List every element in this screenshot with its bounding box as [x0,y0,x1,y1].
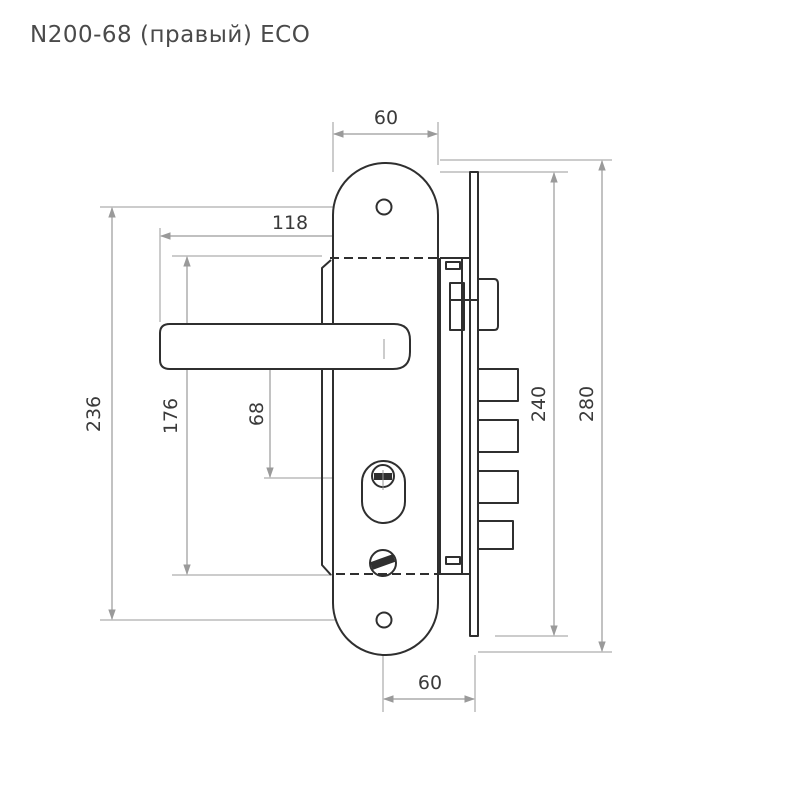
deadbolt-1 [477,368,519,402]
dim-label-bottom-width: 60 [418,672,442,694]
lock-body-left [321,259,332,576]
dim-label-top-width: 60 [374,107,398,129]
dimension-labels: 60 118 236 176 68 240 280 60 [83,107,598,694]
bottom-stud [445,556,461,565]
dim-label-total-left: 236 [83,396,105,432]
dim-label-lever-length: 118 [272,212,308,234]
drawing-title: N200-68 (правый) ECO [30,22,311,48]
dim-label-handle-to-key: 68 [246,402,268,426]
dim-label-faceplate-height: 280 [576,386,598,422]
keyhole-slot [361,460,406,524]
latch-housing [449,282,465,331]
lever-handle [159,323,411,370]
escutcheon-plate [332,162,439,656]
top-screw-hole [375,198,393,216]
bottom-screw-hole [375,611,393,629]
dim-label-body-height: 240 [528,386,550,422]
faceplate [469,171,479,637]
center-marks [382,339,385,490]
dimension-lines [108,130,606,703]
lock-outline [159,162,519,656]
dim-label-fixing-left: 176 [160,398,182,434]
deadbolt-4 [477,520,514,550]
deadbolt-2 [477,419,519,453]
deadbolt-3 [477,470,519,504]
thumb-turn-bar [370,554,396,570]
thumb-turn [369,549,397,577]
top-stud [445,261,461,270]
latch-tongue [477,278,499,331]
